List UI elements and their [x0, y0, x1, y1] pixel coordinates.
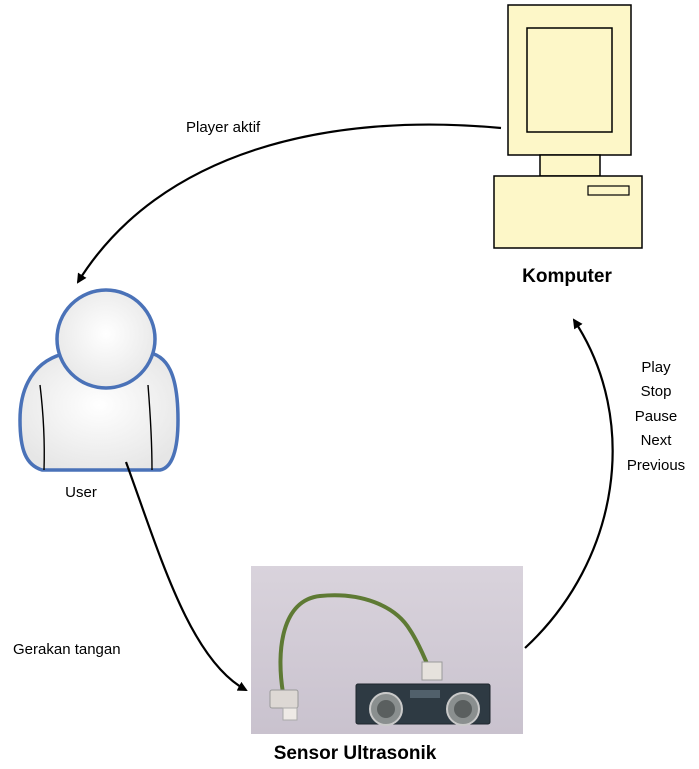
edge-label-gerakan-tangan: Gerakan tangan — [13, 641, 121, 658]
computer-label: Komputer — [522, 266, 612, 287]
arrow-user-to-sensor — [124, 461, 248, 691]
arrow-sensor-to-computer — [524, 318, 614, 649]
sensor-label: Sensor Ultrasonik — [274, 743, 437, 764]
command-list: Play Stop Pause Next Previous — [627, 359, 685, 474]
user-label: User — [65, 484, 97, 501]
command-item: Stop — [641, 383, 672, 400]
command-item: Play — [641, 359, 671, 376]
computer-icon — [493, 4, 643, 249]
user-icon — [18, 288, 180, 472]
arrow-computer-to-user — [76, 123, 502, 284]
command-item: Previous — [627, 457, 685, 474]
command-item: Next — [641, 432, 673, 449]
command-item: Pause — [635, 408, 678, 425]
edge-label-player-aktif: Player aktif — [186, 119, 261, 136]
sensor-image — [251, 566, 523, 734]
